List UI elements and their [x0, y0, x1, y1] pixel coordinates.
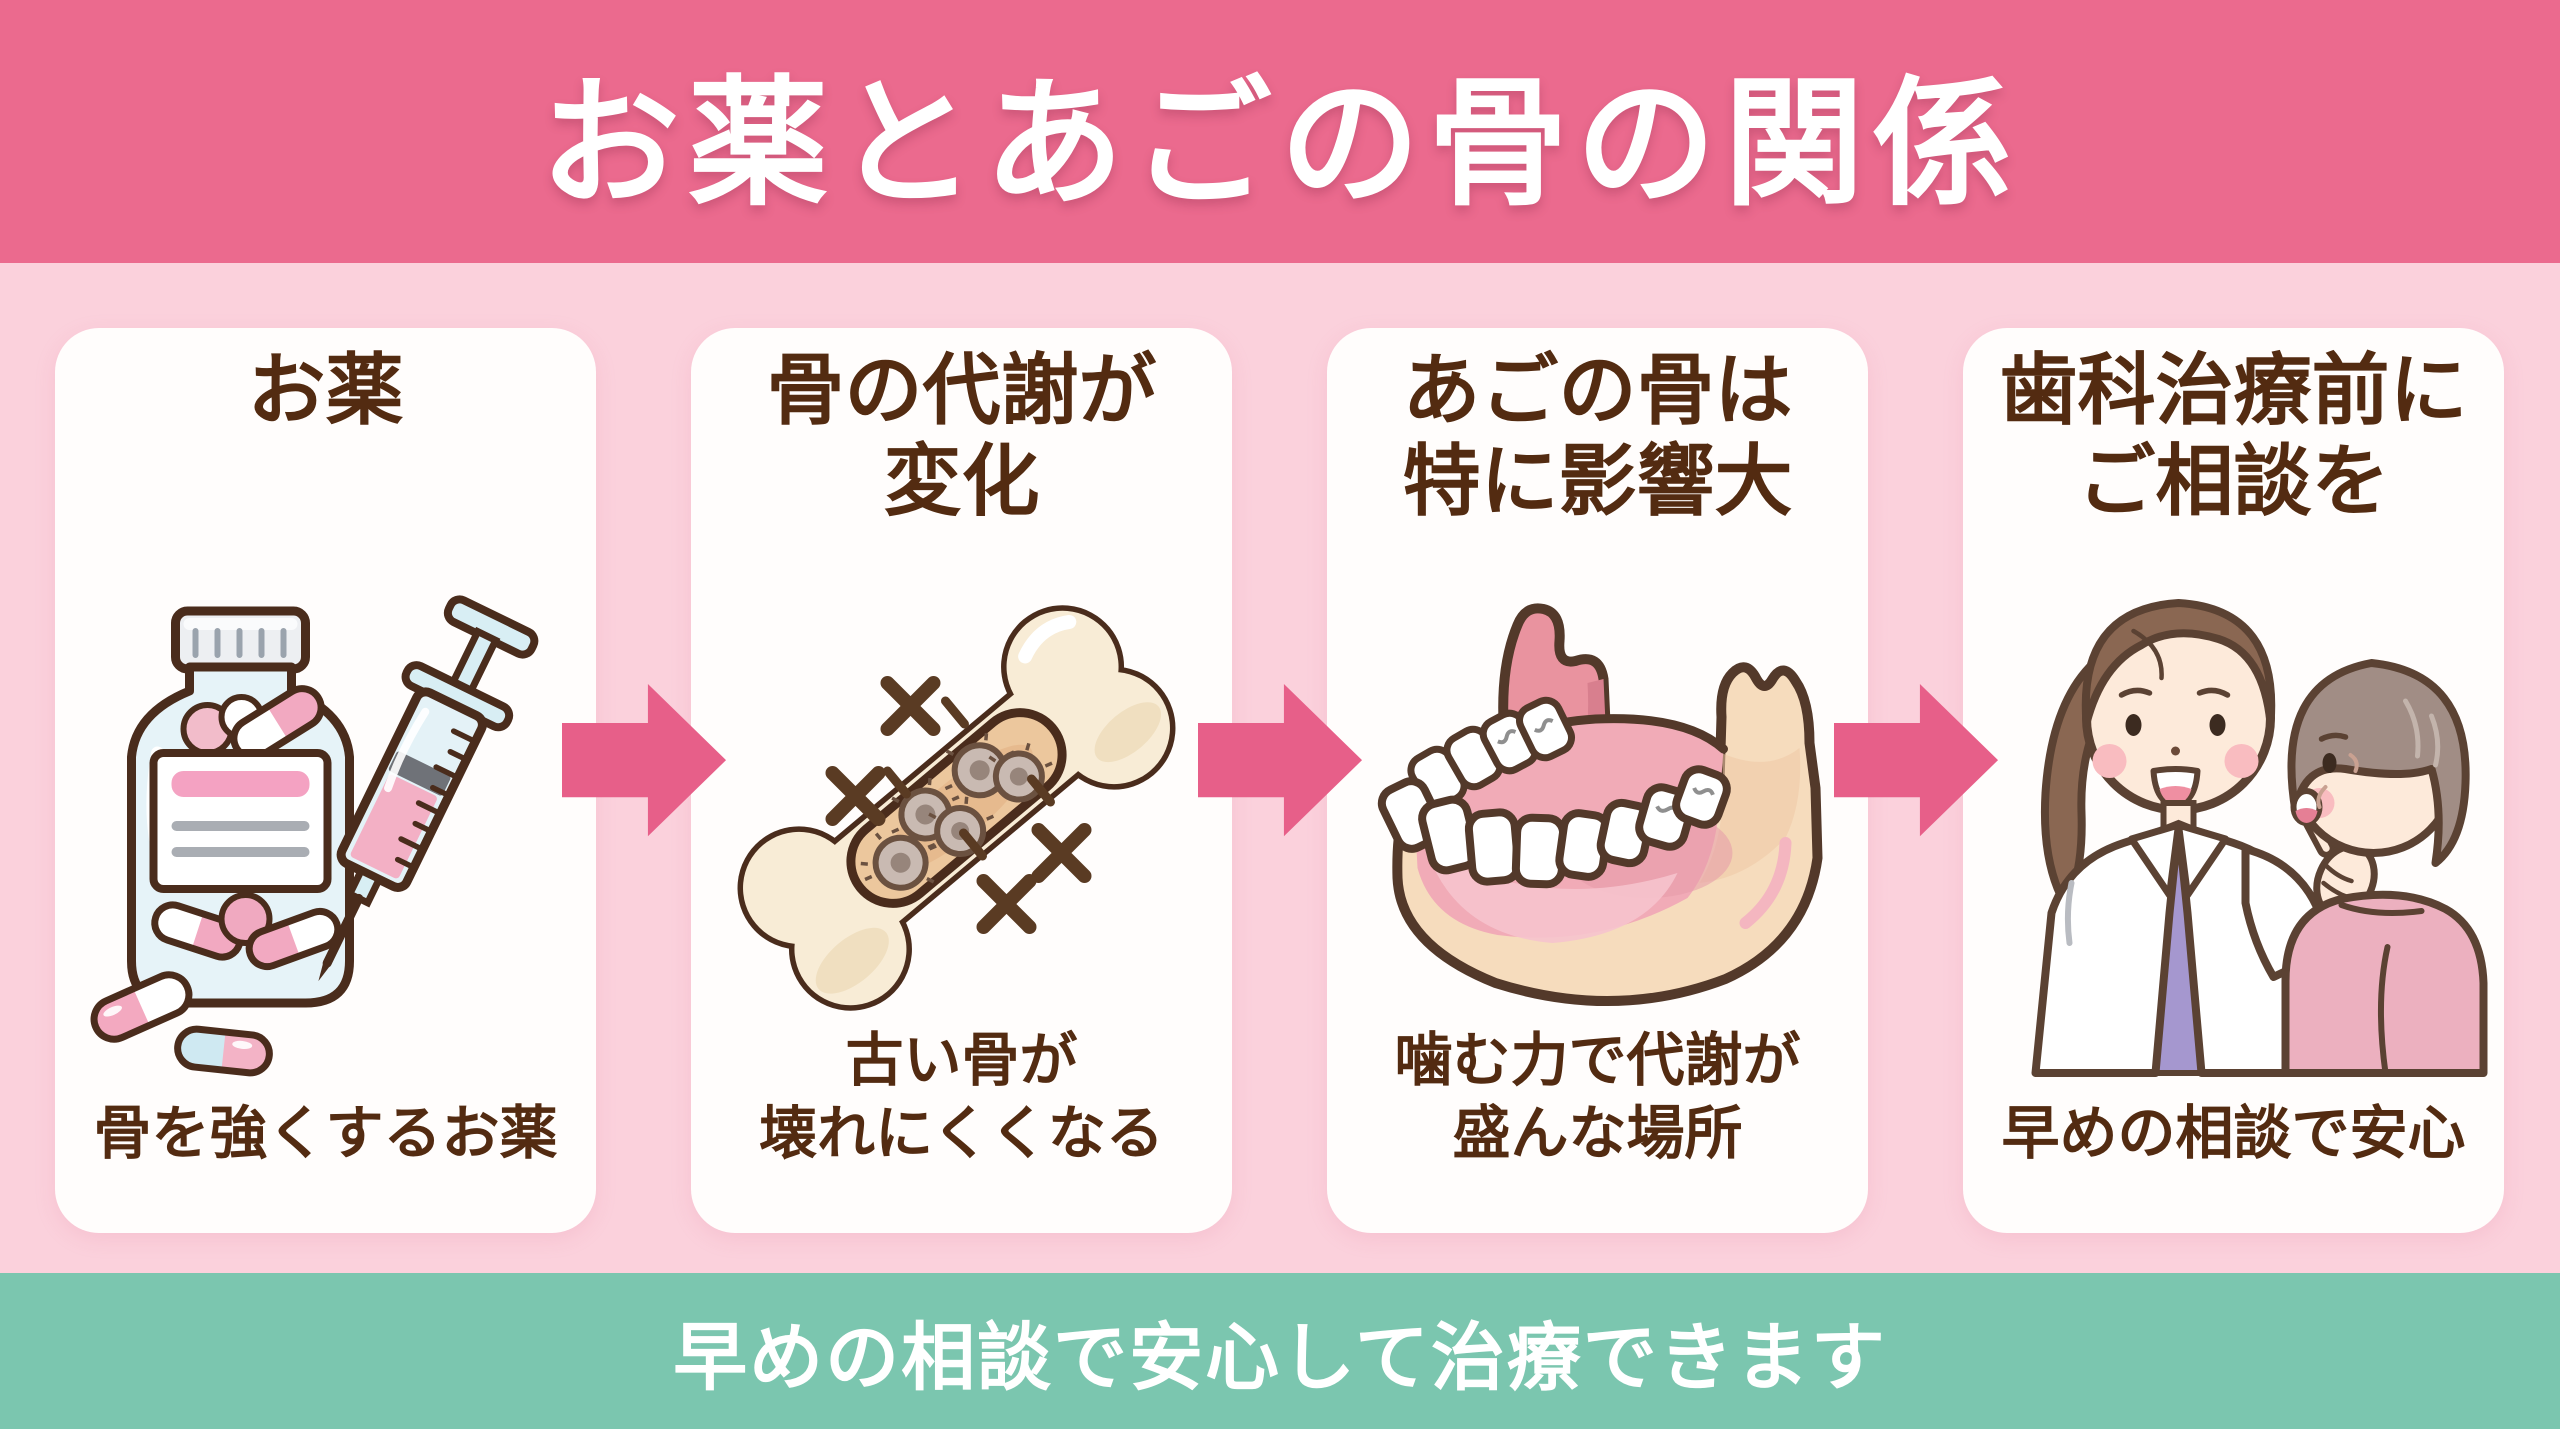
- capsule-top: [230, 685, 325, 761]
- syringe-barrel-highlight: [384, 707, 430, 793]
- arrow-right-icon: [1834, 682, 2000, 838]
- bone-illustration-svg: [737, 605, 1176, 1011]
- lower-jaw: [1377, 603, 1823, 1006]
- arrow-right-icon: [1198, 682, 1364, 838]
- ramus-pink-highlight: [1739, 837, 1792, 929]
- patient-eye: [2322, 753, 2337, 773]
- card-consultation-caption: 早めの相談で安心: [2001, 1098, 2466, 1167]
- patient-cheek-line: [2316, 785, 2328, 809]
- doctor-lapel-left: [2128, 821, 2182, 899]
- label-text-line: [171, 821, 310, 831]
- bottle-cap-ribs: [192, 628, 287, 658]
- label-pink-stripe: [171, 771, 310, 797]
- bone-illustration: [701, 533, 1222, 1093]
- doctor-eye-right: [2209, 714, 2226, 736]
- doctor-eye-left: [2125, 714, 2142, 736]
- patient-arm-seam: [2377, 944, 2391, 1076]
- patient-hair: [2287, 659, 2470, 867]
- syringe: [318, 595, 539, 982]
- capsule-outside-2: [174, 1025, 273, 1077]
- doctor-blush: [2224, 744, 2259, 778]
- pill-bottle: [90, 606, 354, 1077]
- doctor-patient-illustration: [1973, 533, 2494, 1093]
- syringe-liquid: [350, 774, 437, 879]
- card-consultation-heading: 歯科治療前に ご相談を: [1999, 346, 2468, 528]
- card-bone-caption: 古い骨が 壊れにくくなる: [759, 1026, 1164, 1167]
- card-medicine: お薬: [55, 328, 596, 1233]
- doctor-hair: [2081, 599, 2276, 727]
- impact-tick-marks: [883, 696, 1055, 861]
- gum-front-highlight: [1427, 853, 1678, 943]
- bone-shading: [815, 927, 889, 994]
- doctor-hair-strand: [2131, 628, 2164, 681]
- capsule-outside-1: [90, 971, 193, 1043]
- consultation-illustration-svg: [2031, 599, 2488, 1077]
- syringe-scale-ticks: [394, 728, 477, 870]
- patient: [2281, 659, 2488, 1077]
- footer-message: 早めの相談で安心して治療できます: [673, 1314, 1887, 1401]
- doctor-nose: [2171, 746, 2180, 756]
- x-marks: [825, 676, 1092, 934]
- bone-highlight: [1018, 614, 1077, 664]
- label-text-line: [171, 847, 310, 857]
- card-medicine-caption: 骨を強くするお薬: [93, 1098, 558, 1167]
- jaw-illustration: [1337, 533, 1858, 1093]
- syringe-needle: [322, 893, 364, 968]
- bone-shading: [1094, 702, 1162, 763]
- footer-banner: 早めの相談で安心して治療できます: [0, 1273, 2560, 1429]
- card-jaw-caption: 噛む力で代謝が 盛んな場所: [1394, 1026, 1801, 1167]
- doctor-eyebrows: [2118, 687, 2231, 698]
- coat-fold-line: [2064, 880, 2075, 946]
- card-bone-metabolism: 骨の代謝が 変化: [691, 328, 1232, 1233]
- pill-bottle-and-syringe-illustration: [65, 533, 586, 1093]
- card-jaw-heading: あごの骨は 特に影響大: [1402, 346, 1793, 528]
- card-bone-heading: 骨の代謝が 変化: [766, 346, 1157, 528]
- arrow-right-icon: [562, 682, 728, 838]
- doctor: [2031, 599, 2383, 1077]
- bone: [737, 605, 1176, 1011]
- patient-eyebrow: [2318, 732, 2349, 742]
- card-medicine-heading: お薬: [247, 346, 404, 436]
- card-consultation: 歯科治療前に ご相談を: [1963, 328, 2504, 1233]
- back-teeth-row: [1407, 696, 1575, 811]
- doctor-blush: [2092, 744, 2127, 778]
- capsule-bottom-right: [245, 907, 342, 971]
- card-jaw: あごの骨は 特に影響大: [1327, 328, 1868, 1233]
- header-banner: お薬とあごの骨の関係: [0, 0, 2560, 263]
- front-teeth-row: [1377, 765, 1731, 889]
- doctor-lapel-right: [2175, 821, 2229, 899]
- medicine-illustration-svg: [90, 595, 539, 1077]
- syringe-needle-tip: [318, 961, 331, 982]
- bottle-cap-highlight: [183, 618, 298, 630]
- patient-hair-streaks: [2403, 698, 2441, 768]
- doctor-tongue: [2159, 786, 2192, 804]
- patient-smile-wrinkle: [2348, 753, 2359, 773]
- page-title: お薬とあごの骨の関係: [539, 62, 2020, 226]
- patient-tongue: [2295, 808, 2318, 823]
- syringe-seal: [388, 751, 451, 796]
- jaw-illustration-svg: [1377, 603, 1823, 1006]
- patient-collar: [2338, 902, 2425, 916]
